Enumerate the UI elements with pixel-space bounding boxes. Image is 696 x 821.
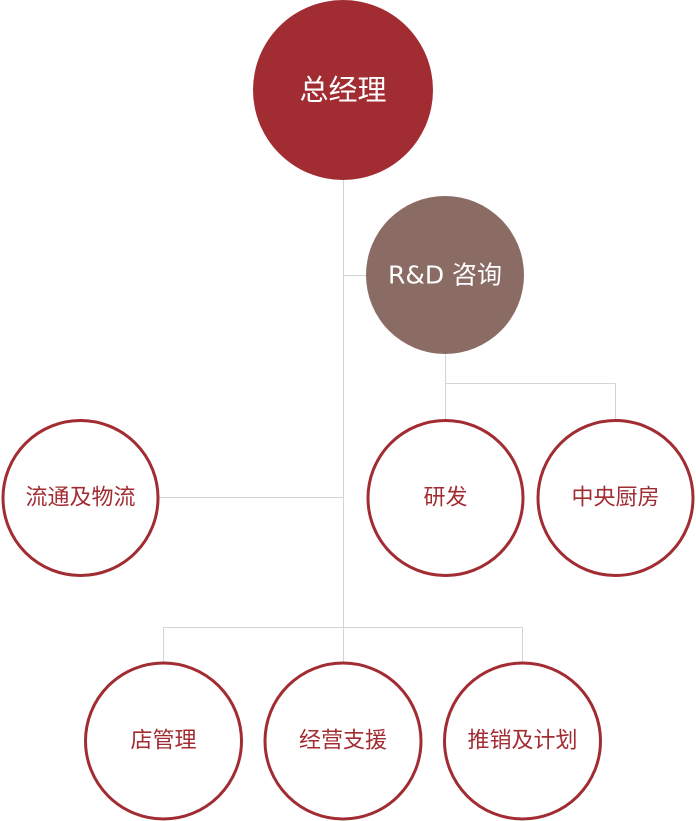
logistics-label: 流通及物流: [25, 486, 135, 511]
store-management-label: 店管理: [130, 729, 196, 754]
research-development-circle: [366, 419, 525, 577]
node-logistics: 流通及物流: [1, 419, 160, 577]
sales-planning-label: 推销及计划: [467, 729, 577, 754]
rd-consulting-label: R&D 咨询: [388, 261, 502, 290]
central-kitchen-circle: [536, 419, 695, 577]
node-operations-support: 经营支援: [263, 661, 423, 821]
node-sales-planning: 推销及计划: [443, 661, 602, 821]
connector-lines: [158, 178, 616, 664]
node-rd-consulting: R&D 咨询: [366, 196, 524, 354]
node-research-development: 研发: [366, 419, 525, 577]
rd-consulting-circle: [366, 196, 524, 354]
general-manager-label: 总经理: [299, 73, 386, 107]
general-manager-circle: [253, 0, 433, 180]
operations-support-label: 经营支援: [299, 729, 387, 754]
store-management-circle: [84, 661, 243, 821]
sales-planning-circle: [443, 661, 602, 821]
node-store-management: 店管理: [84, 661, 243, 821]
central-kitchen-label: 中央厨房: [571, 486, 659, 511]
operations-support-circle: [263, 661, 423, 821]
logistics-circle: [1, 419, 160, 577]
research-development-label: 研发: [423, 486, 467, 511]
node-general-manager: 总经理: [253, 0, 433, 180]
node-central-kitchen: 中央厨房: [536, 419, 695, 577]
